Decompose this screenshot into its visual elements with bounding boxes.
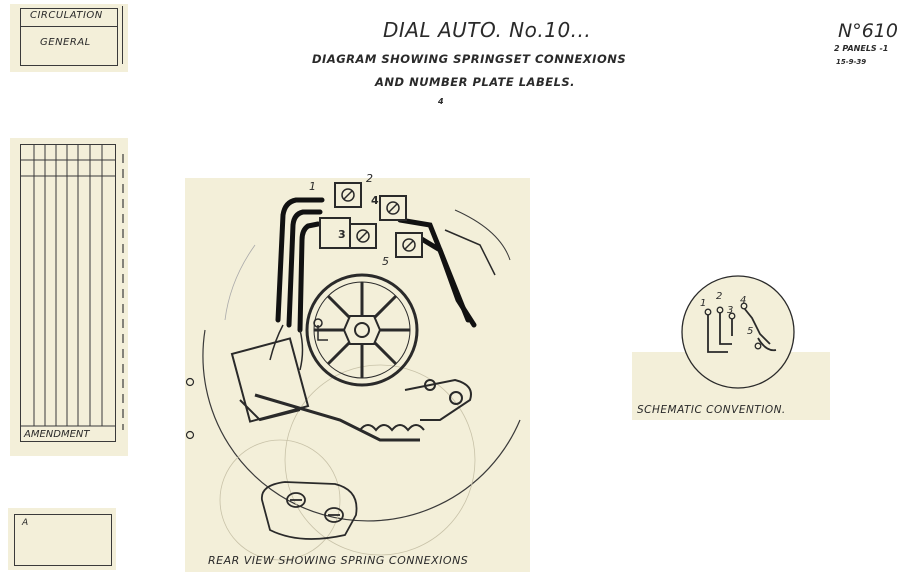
circulation-value: GENERAL: [40, 37, 91, 48]
page-subtitle-line2: AND NUMBER PLATE LABELS.: [375, 75, 576, 89]
corner-paper: [8, 508, 116, 570]
pawl-mechanism: [230, 337, 472, 442]
spring-label-1: 1: [309, 180, 316, 193]
schematic-label-2: 2: [716, 291, 723, 302]
schematic-label-3: 3: [727, 305, 734, 316]
schematic-label-5: 5: [747, 326, 754, 337]
circulation-tick: [122, 6, 123, 64]
drawing-panels: 2 PANELS -1: [834, 44, 889, 53]
circulation-label: CIRCULATION: [30, 10, 103, 21]
spring-label-2: 2: [366, 172, 373, 185]
corner-box: [14, 514, 112, 566]
main-view-caption: REAR VIEW SHOWING SPRING CONNEXIONS: [208, 554, 469, 567]
spring-label-4: 4: [371, 194, 379, 207]
header-mark: 4: [438, 97, 444, 106]
rocker: [313, 318, 328, 341]
dial-plate-outline: [202, 329, 521, 522]
bottom-screw-plate: [261, 481, 358, 540]
drawing-number: N°610: [838, 20, 898, 42]
terminal-blocks: [319, 182, 423, 258]
circulation-divider: [20, 26, 118, 27]
schematic-caption: SCHEMATIC CONVENTION.: [637, 404, 786, 416]
spring-wires-left: [275, 197, 325, 333]
page-title: DIAL AUTO. No.10...: [383, 18, 592, 42]
spring-wires-right: [397, 217, 477, 328]
spoke-wheel: [305, 273, 419, 387]
amendment-paper: [10, 138, 128, 456]
circulation-paper: [10, 4, 128, 72]
page-subtitle-line1: DIAGRAM SHOWING SPRINGSET CONNEXIONS: [312, 52, 627, 66]
spring-label-5: 5: [382, 255, 389, 268]
drawing-date: 15-9-39: [836, 58, 867, 66]
schematic-label-1: 1: [700, 298, 707, 309]
spring-label-3: 3: [338, 228, 346, 241]
amendment-label: AMENDMENT: [24, 429, 90, 440]
circulation-box: [20, 8, 118, 66]
corner-mark: A: [22, 518, 29, 528]
schematic-label-4: 4: [740, 295, 747, 306]
amendment-table: [20, 144, 116, 442]
